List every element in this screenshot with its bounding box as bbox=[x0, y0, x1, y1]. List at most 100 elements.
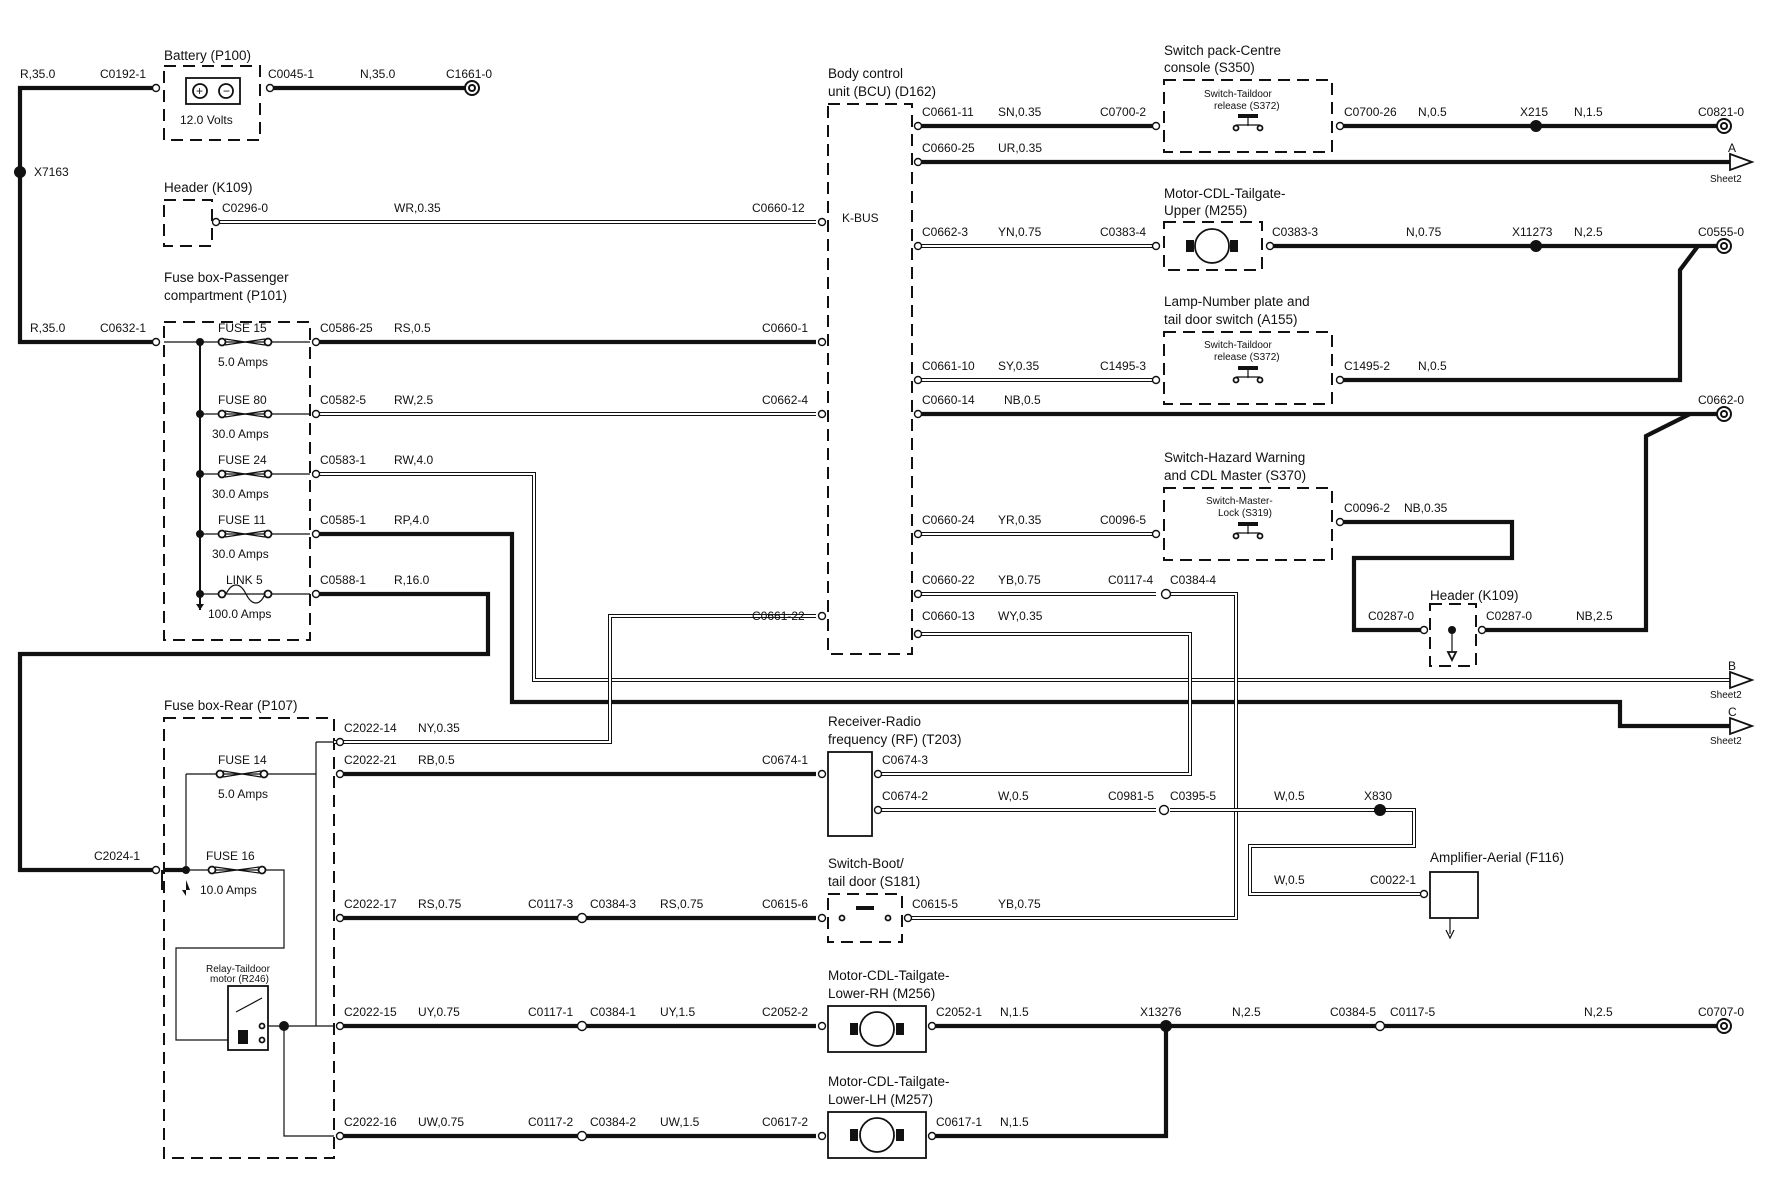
svg-text:C0192-1: C0192-1 bbox=[100, 67, 146, 81]
hazard-inner-2: Lock (S319) bbox=[1218, 508, 1272, 519]
fuse-80-name: FUSE 80 bbox=[218, 393, 267, 407]
amplifier-title: Amplifier-Aerial (F116) bbox=[1430, 850, 1564, 865]
fuse-24-icon bbox=[217, 469, 273, 479]
svg-text:Sheet2: Sheet2 bbox=[1710, 690, 1742, 701]
lamp-plate-title-2: tail door switch (A155) bbox=[1164, 312, 1298, 327]
wire-n05-lamp bbox=[1340, 244, 1700, 383]
svg-text:B: B bbox=[1728, 659, 1736, 673]
receiver-title-1: Receiver-Radio bbox=[828, 714, 921, 729]
svg-text:C0617-2: C0617-2 bbox=[762, 1115, 808, 1129]
lamp-plate-inner-1: Switch-Taildoor bbox=[1204, 340, 1272, 351]
svg-text:C2022-15: C2022-15 bbox=[344, 1005, 397, 1019]
motor-rh-title-1: Motor-CDL-Tailgate- bbox=[828, 968, 950, 983]
svg-text:C1495-2: C1495-2 bbox=[1344, 359, 1390, 373]
svg-text:C0555-0: C0555-0 bbox=[1698, 225, 1744, 239]
svg-text:RP,4.0: RP,4.0 bbox=[394, 513, 429, 527]
splice-x7163 bbox=[14, 166, 26, 178]
receiver-title-2: frequency (RF) (T203) bbox=[828, 732, 962, 747]
svg-text:R,35.0: R,35.0 bbox=[30, 321, 66, 335]
relay-title-2: motor (R246) bbox=[210, 974, 269, 985]
motor-upper-title-2: Upper (M255) bbox=[1164, 203, 1247, 218]
fuse-14-rating: 5.0 Amps bbox=[218, 787, 268, 801]
svg-text:C2022-21: C2022-21 bbox=[344, 753, 397, 767]
svg-text:Sheet2: Sheet2 bbox=[1710, 174, 1742, 185]
battery-box bbox=[163, 65, 261, 141]
svg-text:N,0.5: N,0.5 bbox=[1418, 105, 1447, 119]
svg-text:C0662-0: C0662-0 bbox=[1698, 393, 1744, 407]
svg-text:C0661-11: C0661-11 bbox=[922, 105, 974, 119]
svg-text:YB,0.75: YB,0.75 bbox=[998, 897, 1041, 911]
hazard-inner-1: Switch-Master- bbox=[1206, 496, 1273, 507]
svg-text:A: A bbox=[1728, 141, 1736, 155]
svg-text:C0662-4: C0662-4 bbox=[762, 393, 808, 407]
svg-text:C0117-3: C0117-3 bbox=[528, 897, 573, 911]
fusebox-passenger-box bbox=[163, 321, 311, 641]
battery-voltage: 12.0 Volts bbox=[180, 113, 233, 127]
svg-text:C0674-2: C0674-2 bbox=[882, 789, 928, 803]
svg-text:C0707-0: C0707-0 bbox=[1698, 1005, 1744, 1019]
svg-text:C0660-1: C0660-1 bbox=[762, 321, 808, 335]
svg-text:C0096-2: C0096-2 bbox=[1344, 501, 1390, 515]
svg-text:N,2.5: N,2.5 bbox=[1232, 1005, 1261, 1019]
svg-text:C0384-4: C0384-4 bbox=[1170, 573, 1216, 587]
svg-text:C0821-0: C0821-0 bbox=[1698, 105, 1744, 119]
svg-text:C0660-25: C0660-25 bbox=[922, 141, 975, 155]
svg-text:UW,0.75: UW,0.75 bbox=[418, 1115, 464, 1129]
svg-text:C0384-2: C0384-2 bbox=[590, 1115, 636, 1129]
switch-boot-title-1: Switch-Boot/ bbox=[828, 856, 904, 871]
bcu-kbus-label: K-BUS bbox=[842, 211, 879, 225]
svg-text:C0117-1: C0117-1 bbox=[528, 1005, 573, 1019]
battery-negative-terminal bbox=[218, 83, 234, 99]
svg-text:C0022-1: C0022-1 bbox=[1370, 873, 1416, 887]
splice-x215 bbox=[1530, 120, 1542, 132]
bcu-box bbox=[827, 103, 913, 655]
svg-text:UY,0.75: UY,0.75 bbox=[418, 1005, 460, 1019]
hazard-title-1: Switch-Hazard Warning bbox=[1164, 450, 1305, 465]
link-5-rating: 100.0 Amps bbox=[208, 607, 271, 621]
svg-text:C0383-3: C0383-3 bbox=[1272, 225, 1318, 239]
svg-text:YB,0.75: YB,0.75 bbox=[998, 573, 1041, 587]
svg-text:R,35.0: R,35.0 bbox=[20, 67, 56, 81]
svg-text:C0662-3: C0662-3 bbox=[922, 225, 968, 239]
hazard-box bbox=[1163, 487, 1333, 561]
fuse-11-rating: 30.0 Amps bbox=[212, 547, 269, 561]
fuse-15-rating: 5.0 Amps bbox=[218, 355, 268, 369]
svg-text:C0660-12: C0660-12 bbox=[752, 201, 805, 215]
svg-text:W,0.5: W,0.5 bbox=[1274, 873, 1305, 887]
svg-text:N,35.0: N,35.0 bbox=[360, 67, 396, 81]
wire-labels: R,35.0 C0192-1 C0045-1 N,35.0 C1661-0 X7… bbox=[20, 67, 1744, 1129]
header-right-title: Header (K109) bbox=[1430, 588, 1519, 603]
svg-text:C2022-17: C2022-17 bbox=[344, 897, 397, 911]
svg-text:C0583-1: C0583-1 bbox=[320, 453, 366, 467]
switch-boot-box bbox=[827, 893, 903, 943]
svg-text:C0383-4: C0383-4 bbox=[1100, 225, 1146, 239]
svg-text:N,1.5: N,1.5 bbox=[1574, 105, 1603, 119]
svg-text:N,0.75: N,0.75 bbox=[1406, 225, 1442, 239]
wire-nb25 bbox=[1482, 412, 1691, 633]
relay-title-1: Relay-Taildoor bbox=[206, 964, 271, 975]
fuse-80-icon bbox=[217, 409, 273, 419]
svg-text:C0700-2: C0700-2 bbox=[1100, 105, 1146, 119]
svg-text:C0117-5: C0117-5 bbox=[1390, 1005, 1435, 1019]
fuse-14-icon bbox=[215, 769, 269, 779]
splice-x11273 bbox=[1530, 240, 1542, 252]
fusebox-passenger-title-2: compartment (P101) bbox=[164, 288, 287, 303]
svg-text:C1495-3: C1495-3 bbox=[1100, 359, 1146, 373]
svg-text:N,1.5: N,1.5 bbox=[1000, 1005, 1029, 1019]
battery-title: Battery (P100) bbox=[164, 48, 251, 63]
svg-text:C0287-0: C0287-0 bbox=[1486, 609, 1532, 623]
switch-pack-inner-1: Switch-Taildoor bbox=[1204, 89, 1272, 100]
lamp-plate-title-1: Lamp-Number plate and bbox=[1164, 294, 1310, 309]
svg-text:C0660-13: C0660-13 bbox=[922, 609, 975, 623]
wire-yb075-down bbox=[908, 592, 1238, 920]
fusebox-rear-title: Fuse box-Rear (P107) bbox=[164, 698, 298, 713]
svg-text:C0674-1: C0674-1 bbox=[762, 753, 808, 767]
battery-positive-terminal bbox=[192, 83, 208, 99]
motor-lh-title-2: Lower-LH (M257) bbox=[828, 1092, 933, 1107]
svg-text:C0384-3: C0384-3 bbox=[590, 897, 636, 911]
svg-text:C: C bbox=[1728, 705, 1737, 719]
bcu-title-2: unit (BCU) (D162) bbox=[828, 84, 936, 99]
svg-text:N,1.5: N,1.5 bbox=[1000, 1115, 1029, 1129]
connectors bbox=[151, 83, 1487, 1142]
svg-text:RS,0.5: RS,0.5 bbox=[394, 321, 431, 335]
